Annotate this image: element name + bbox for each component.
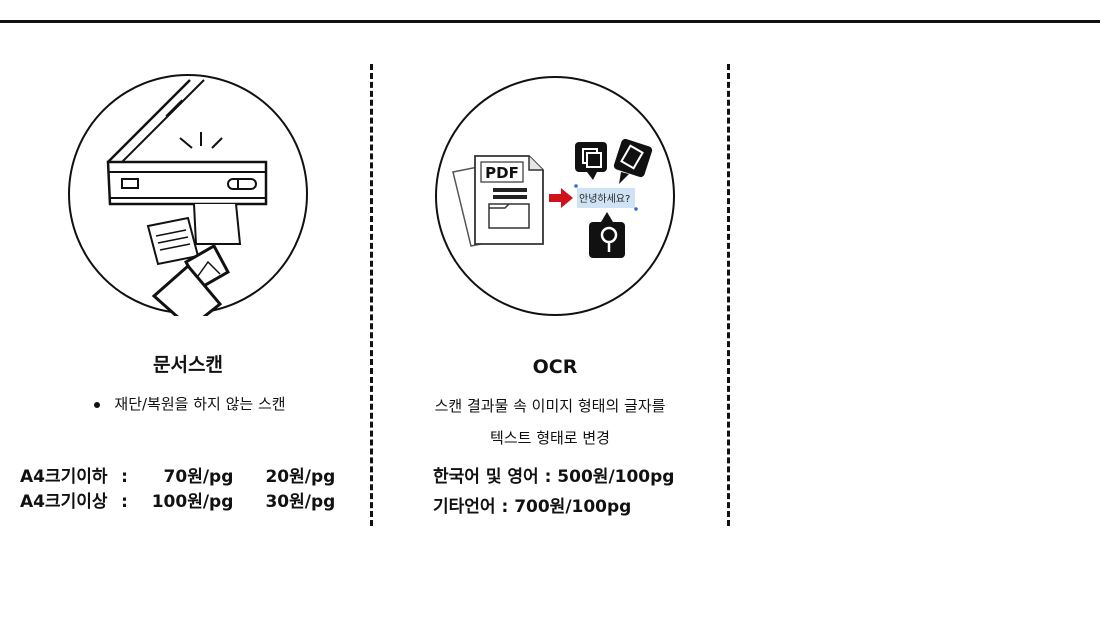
scan-price-row: A4크기이상 : 100원/pg 30원/pg [20,492,336,512]
ocr-price-korean-english: 한국어 및 영어 : 500원/100pg [433,467,675,487]
pdf-label: PDF [485,164,519,182]
column-divider-left [370,64,373,526]
ocr-icon: PDF 안녕하세요? [452,138,653,258]
ocr-description-line2: 텍스트 형태로 변경 [490,429,610,447]
scan-bullet-text: 재단/복원을 하지 않는 스캔 [114,395,286,413]
top-divider [0,20,1100,23]
scanner-icon [106,79,268,316]
bullet-icon [94,401,101,408]
scan-bullet-item: 재단/복원을 하지 않는 스캔 [60,393,320,414]
ocr-illustration-circle: PDF 안녕하세요? [435,76,675,316]
ocr-price-other-languages: 기타언어 : 700원/100pg [433,497,632,517]
ocr-title: OCR [532,356,578,378]
column-divider-right [727,64,730,526]
clipboard-bubble-icon [613,138,653,178]
arrow-icon [549,188,573,208]
ocr-description-line1: 스캔 결과물 속 이미지 형태의 글자를 [434,397,666,415]
scan-title: 문서스캔 [153,354,223,376]
scan-price-row: A4크기이하 : 70원/pg 20원/pg [20,467,336,487]
scan-illustration-circle [68,74,308,316]
ocr-sample-text: 안녕하세요? [579,192,630,205]
